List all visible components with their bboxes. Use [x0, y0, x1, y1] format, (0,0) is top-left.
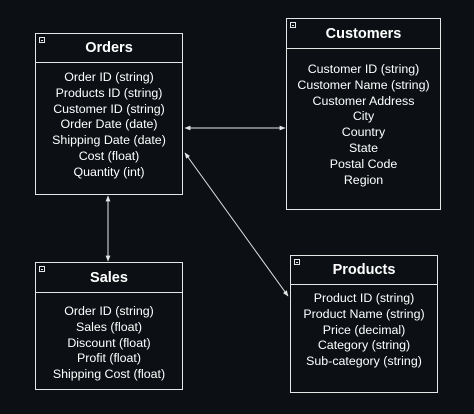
field: Sub-category (string) [306, 354, 422, 369]
entity-title: Customers [325, 25, 402, 42]
entity-customers-fields: Customer ID (string) Customer Name (stri… [287, 49, 440, 188]
collapse-icon[interactable] [290, 22, 296, 28]
field: Customer ID (string) [53, 101, 165, 116]
field: Shipping Cost (float) [52, 367, 166, 382]
entity-products[interactable]: Products Product ID (string) Product Nam… [290, 255, 438, 393]
entity-title: Products [332, 262, 396, 278]
collapse-icon[interactable] [39, 37, 45, 43]
entity-sales[interactable]: Sales Order ID (string) Sales (float) Di… [35, 262, 183, 390]
field: Country [341, 125, 386, 140]
entity-title: Orders [85, 40, 133, 56]
field: Postal Code [329, 156, 398, 171]
entity-orders-fields: Order ID (string) Products ID (string) C… [36, 63, 182, 181]
field: Category (string) [317, 338, 411, 353]
field: Discount (float) [67, 335, 151, 350]
field: Cost (float) [78, 148, 140, 163]
entity-title: Sales [90, 269, 128, 286]
entity-orders[interactable]: Orders Order ID (string) Products ID (st… [35, 33, 183, 195]
field: Product Name (string) [303, 306, 425, 321]
field: Customer Address [312, 93, 415, 108]
entity-sales-fields: Order ID (string) Sales (float) Discount… [36, 293, 182, 383]
field: Sales (float) [75, 319, 143, 334]
field: City [352, 109, 375, 124]
entity-products-fields: Product ID (string) Product Name (string… [291, 285, 437, 370]
entity-customers-header: Customers [287, 19, 440, 49]
connector-orders-products [184, 152, 289, 297]
field: Order Date (date) [60, 117, 158, 132]
entity-orders-header: Orders [36, 34, 182, 63]
field: State [349, 140, 378, 155]
collapse-icon[interactable] [294, 259, 300, 265]
field: Order ID (string) [64, 70, 154, 84]
field: Price (decimal) [322, 322, 406, 337]
entity-customers[interactable]: Customers Customer ID (string) Customer … [286, 18, 441, 210]
field: Product ID (string) [313, 291, 415, 305]
field: Order ID (string) [64, 304, 154, 318]
entity-products-header: Products [291, 256, 437, 285]
field: Customer Name (string) [297, 77, 430, 92]
field: Region [343, 172, 384, 187]
collapse-icon[interactable] [39, 266, 45, 272]
field: Quantity (int) [73, 164, 145, 179]
field: Customer ID (string) [307, 62, 420, 76]
field: Profit (float) [76, 351, 142, 366]
field: Shipping Date (date) [52, 133, 166, 148]
entity-sales-header: Sales [36, 263, 182, 293]
field: Products ID (string) [55, 85, 163, 100]
